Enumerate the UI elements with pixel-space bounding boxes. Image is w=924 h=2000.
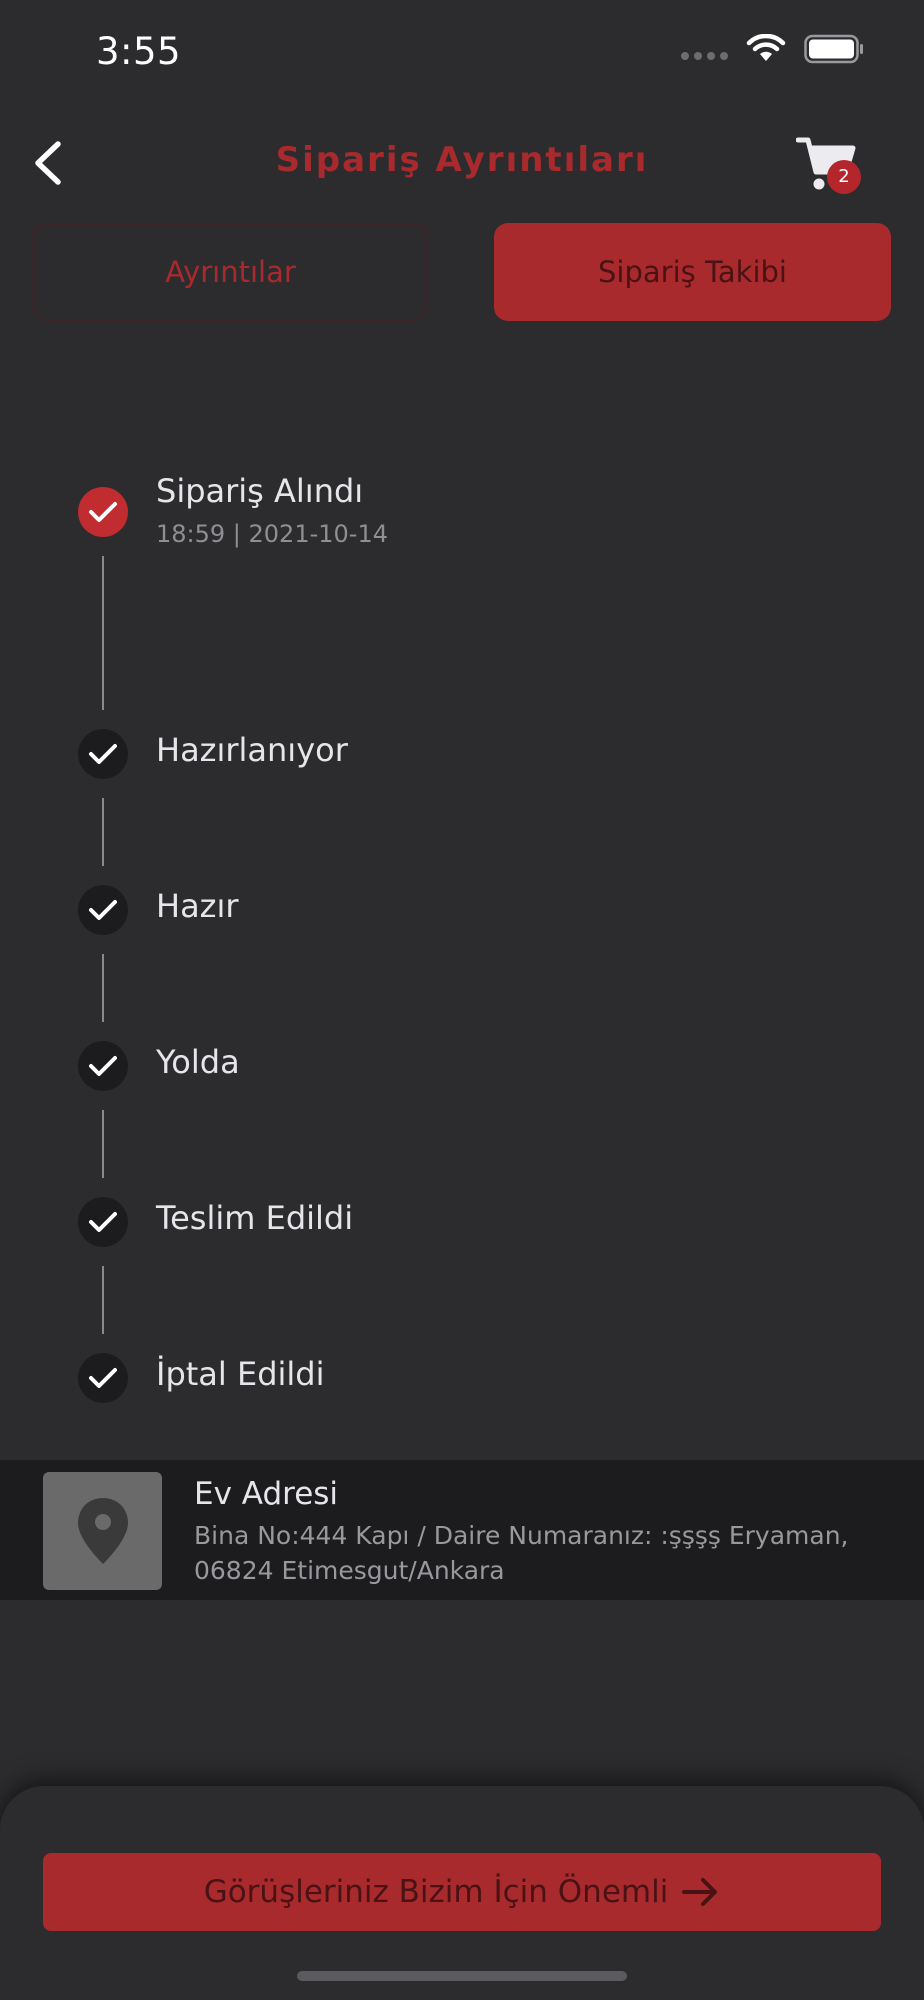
location-pin-icon <box>77 1498 128 1564</box>
timeline-connector <box>102 556 104 710</box>
timeline-connector <box>102 798 104 866</box>
check-icon <box>78 1353 128 1403</box>
timeline-step-label: Hazır <box>156 887 239 925</box>
timeline-connector <box>102 954 104 1022</box>
status-icons <box>681 34 864 64</box>
timeline-step-label: Yolda <box>156 1043 240 1081</box>
timeline-connector <box>102 1266 104 1334</box>
timeline-step-label: Teslim Edildi <box>156 1199 354 1237</box>
timeline-connector <box>102 1110 104 1178</box>
page-title: Sipariş Ayrıntıları <box>275 140 649 180</box>
address-card[interactable]: Ev Adresi Bina No:444 Kapı / Daire Numar… <box>0 1460 924 1600</box>
back-button[interactable] <box>30 138 70 188</box>
feedback-button[interactable]: Görüşleriniz Bizim İçin Önemli <box>43 1853 881 1931</box>
timeline-step-time: 18:59 | 2021-10-14 <box>156 520 388 548</box>
check-icon <box>78 885 128 935</box>
cart-count-badge: 2 <box>827 160 861 194</box>
status-time: 3:55 <box>96 30 182 73</box>
tab-order-tracking[interactable]: Sipariş Takibi <box>494 223 891 321</box>
timeline-step-label: İptal Edildi <box>156 1355 325 1393</box>
battery-icon <box>804 34 863 64</box>
address-map-thumbnail <box>43 1472 162 1590</box>
address-title: Ev Adresi <box>194 1476 339 1512</box>
arrow-right-icon <box>682 1878 718 1906</box>
address-text: Bina No:444 Kapı / Daire Numaranız: :şşş… <box>194 1521 849 1585</box>
home-indicator <box>297 1971 627 1981</box>
timeline-step-label: Hazırlanıyor <box>156 731 348 769</box>
signal-icon <box>681 38 728 60</box>
check-icon <box>78 729 128 779</box>
tab-details[interactable]: Ayrıntılar <box>33 223 428 321</box>
feedback-button-label: Görüşleriniz Bizim İçin Önemli <box>203 1874 669 1910</box>
check-icon <box>78 487 128 537</box>
chevron-left-icon <box>35 141 61 185</box>
wifi-icon <box>746 34 786 61</box>
check-icon <box>78 1041 128 1091</box>
timeline-step-label: Sipariş Alındı <box>156 472 364 510</box>
bottom-sheet: Görüşleriniz Bizim İçin Önemli <box>0 1786 924 2000</box>
check-icon <box>78 1197 128 1247</box>
